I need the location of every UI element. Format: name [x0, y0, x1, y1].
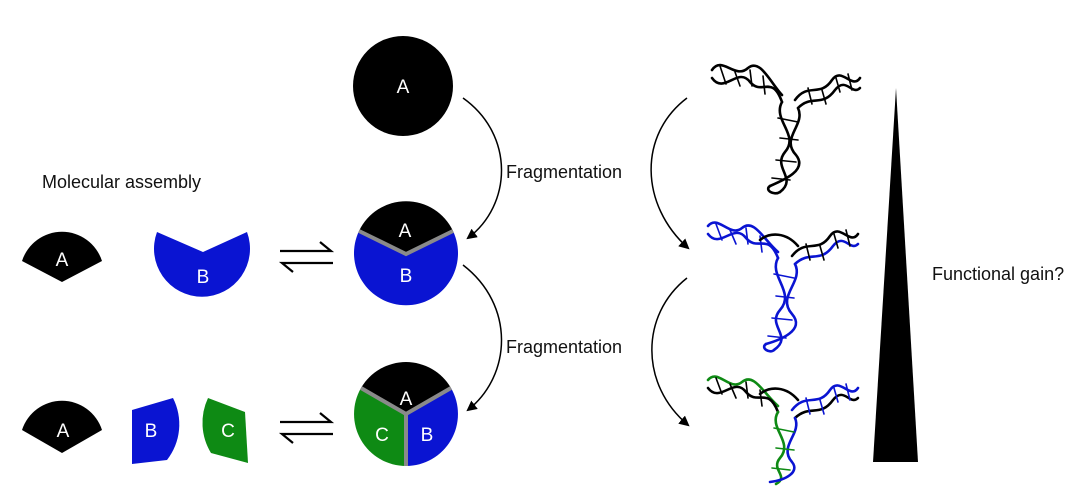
segment-b-label-3: B [421, 425, 434, 446]
segment-c-label-3: C [375, 425, 389, 446]
fragmentation-label-1: Fragmentation [506, 162, 622, 182]
dna-junction-icon-3 [706, 375, 860, 486]
row1-fragments: A B [22, 231, 250, 297]
fragment-a-wedge-2 [22, 400, 102, 453]
fragment-c-sector [202, 398, 248, 463]
curved-arrow-icon-2 [462, 264, 503, 412]
segment-a-label-3: A [400, 389, 413, 410]
fragment-c-label: C [221, 421, 235, 442]
fragment-b-chevron [153, 232, 250, 297]
fragment-b-sector [132, 398, 180, 464]
curved-arrow-icon-3 [650, 97, 690, 250]
assembled-circle-abc: A C B [354, 362, 458, 466]
equilibrium-arrows-icon [278, 241, 335, 273]
whole-a-label: A [397, 77, 410, 98]
fragmentation-label-2: Fragmentation [506, 337, 622, 357]
functional-gain-label: Functional gain? [932, 264, 1064, 284]
fragment-b-label-2: B [145, 421, 158, 442]
fragment-a-label-2: A [57, 421, 70, 442]
assembled-circle-ab: A B [354, 201, 459, 306]
equilibrium-arrows-icon-2 [278, 412, 335, 444]
gain-triangle-icon [873, 88, 918, 462]
segment-b-label: B [400, 266, 413, 287]
curved-arrow-icon-1 [462, 97, 503, 240]
molecular-assembly-label: Molecular assembly [42, 172, 201, 192]
fragment-a-label: A [56, 250, 69, 271]
whole-circle-a: A [353, 36, 453, 136]
dna-junction-icon-1 [710, 63, 862, 195]
dna-junction-icon-2 [706, 221, 860, 353]
fragment-b-label: B [197, 267, 210, 288]
segment-b [354, 231, 459, 306]
segment-a-3 [361, 362, 451, 414]
segment-a-label: A [399, 221, 412, 242]
fragment-a-wedge [22, 231, 102, 282]
curved-arrow-icon-4 [651, 277, 690, 427]
row2-fragments: A B C [22, 398, 248, 464]
